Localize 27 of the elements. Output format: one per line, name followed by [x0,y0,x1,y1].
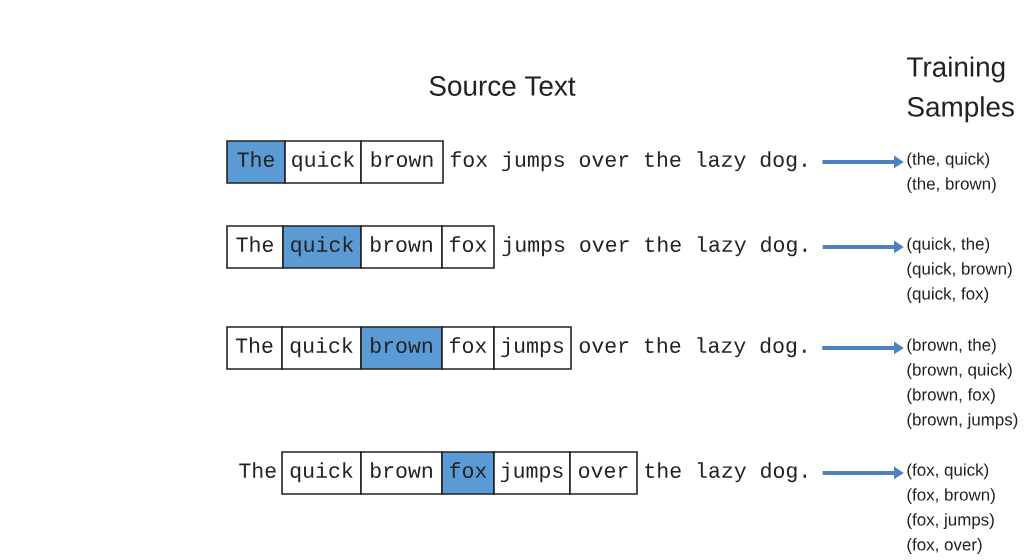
sample-list: (brown, the) (brown, quick) (brown, fox) (brown, jumps) [907,338,1018,429]
word-box: quick [281,451,362,495]
word-box: jumps [493,451,571,495]
sentence-text: jumps over the lazy dog. [502,236,807,257]
word-box: brown [360,451,443,495]
sentence-text: the lazy dog. [645,462,807,483]
sample-list: (the, quick) (the, brown) [907,152,996,194]
word-box: brown [360,326,443,370]
word-box: fox [441,326,495,370]
heading: Source Text [429,76,576,96]
word-box: The [226,225,284,269]
word-box: The [226,140,286,184]
word-box: quick [282,225,362,269]
word-box: The [226,326,283,370]
word-box: brown [360,225,443,269]
word-box: fox [441,451,495,495]
word-box: brown [360,140,444,184]
sample-list: (quick, the) (quick, brown) (quick, fox) [907,237,1012,303]
sentence-text: fox jumps over the lazy dog. [450,151,806,172]
word-box: jumps [493,326,572,370]
word-box: quick [281,326,362,370]
heading: Training Samples [907,56,1014,123]
sentence-text: over the lazy dog. [579,337,806,358]
sample-list: (fox, quick) (fox, brown) (fox, jumps) (fox, over) [907,463,995,554]
word-box: fox [441,225,495,269]
word-box: quick [284,140,362,184]
word-box: over [569,451,638,495]
